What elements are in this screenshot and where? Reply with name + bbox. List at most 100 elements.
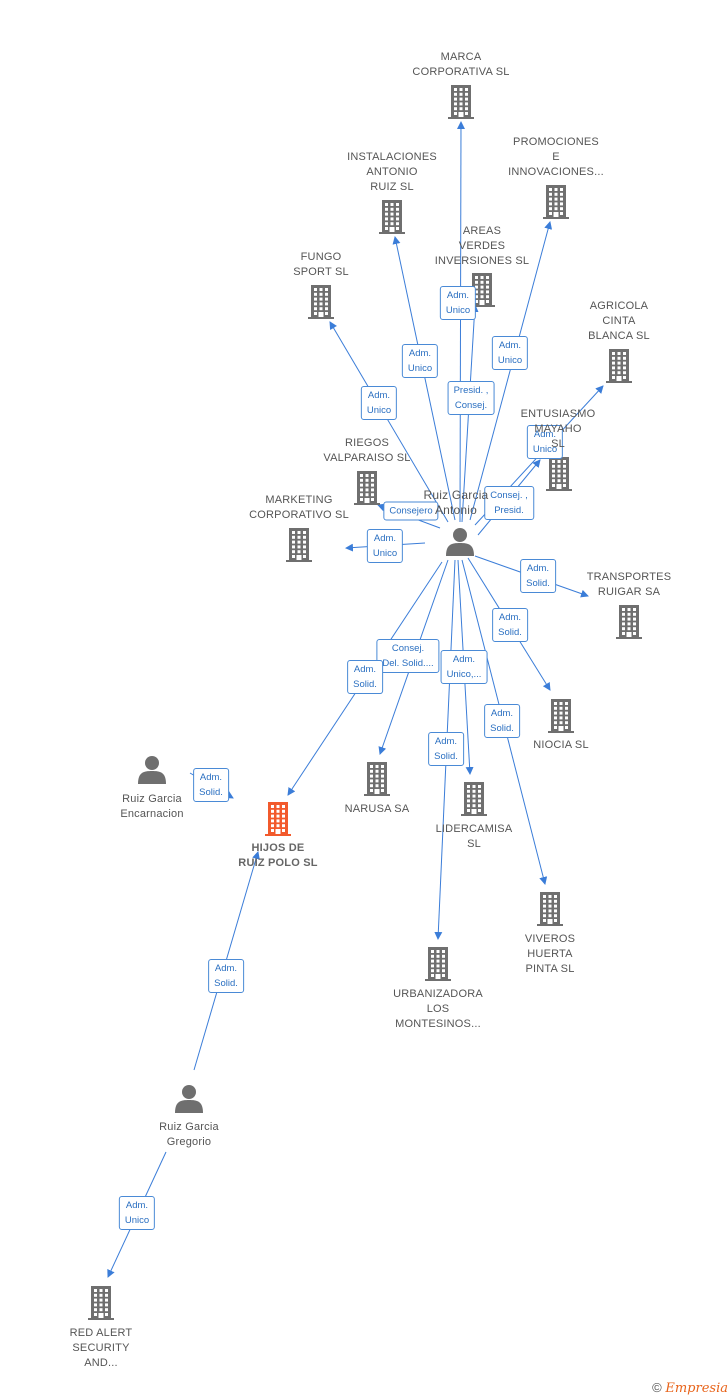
node-label-hijos[interactable]: HIJOS DE RUIZ POLO SL bbox=[203, 841, 353, 871]
node-label-line: BLANCA SL bbox=[588, 330, 650, 342]
node-label-line: ENTUSIASMO bbox=[520, 408, 596, 420]
node-label-line: NARUSA SA bbox=[344, 803, 410, 815]
edge-line-center-promociones bbox=[469, 221, 553, 521]
edge-label-gregorio-hijos[interactable]: Adm. Solid. bbox=[208, 959, 244, 993]
edge-label-center-instalaciones[interactable]: Adm. Unico bbox=[401, 344, 439, 378]
building-icon-urbanizadora[interactable] bbox=[425, 947, 451, 981]
edge-label-line: Consejero bbox=[389, 505, 433, 517]
building-icon-instalaciones[interactable] bbox=[379, 200, 405, 234]
edge-label-line: Unico bbox=[497, 355, 523, 366]
edge-label-line: Adm. bbox=[498, 612, 522, 623]
building-icon-niocia[interactable] bbox=[548, 699, 574, 733]
person-icon-gregorio[interactable] bbox=[175, 1085, 203, 1113]
edge-label-line: Adm. bbox=[490, 708, 514, 719]
edge-label-line: Unico bbox=[372, 548, 398, 559]
edge-label-line: Solid. bbox=[353, 679, 377, 690]
node-label-line: RUIZ POLO SL bbox=[238, 857, 318, 869]
edge-label-line: Adm. bbox=[533, 429, 557, 440]
building-icon-redalert[interactable] bbox=[88, 1286, 114, 1320]
node-label-line: LOS bbox=[426, 1003, 450, 1015]
edge-label-line: Presid. , bbox=[453, 385, 489, 396]
edge-label-line: Consej. , bbox=[490, 490, 528, 501]
building-icon-agricola[interactable] bbox=[606, 349, 632, 383]
node-label-line: TRANSPORTES bbox=[586, 571, 672, 583]
edge-label-center-niocia[interactable]: Adm.Solid. bbox=[492, 608, 528, 642]
node-label-line: AND... bbox=[84, 1357, 118, 1369]
edge-label-line: Adm. bbox=[498, 340, 522, 351]
edge-label-line: Adm. bbox=[125, 1200, 149, 1211]
edge-label-center-lidercamisa[interactable]: Adm.Unico,... bbox=[440, 650, 488, 684]
edge-label-line: Unico bbox=[407, 363, 433, 374]
edge-label-line: Solid. bbox=[434, 751, 458, 762]
node-label-line: MARKETING bbox=[265, 494, 333, 506]
edge-label-line: Solid. bbox=[214, 978, 238, 989]
node-label-line: HIJOS DE bbox=[251, 842, 305, 854]
edge-label-line: Unico bbox=[445, 305, 471, 316]
edge-label-center-agricola[interactable]: Adm.Unico bbox=[526, 425, 564, 459]
building-icon-viveros[interactable] bbox=[537, 892, 563, 926]
building-icon-areas[interactable] bbox=[469, 273, 495, 307]
edge-label-center-entusiasmo[interactable]: Consej. ,Presid. bbox=[484, 486, 534, 520]
building-icon-marca[interactable] bbox=[448, 85, 474, 119]
node-label-narusa[interactable]: NARUSA SA bbox=[302, 802, 452, 817]
person-icon-center[interactable] bbox=[446, 528, 474, 556]
edge-label-line: Consej. bbox=[454, 400, 488, 411]
edge-label-center-riegos[interactable]: Consejero bbox=[383, 501, 439, 521]
edge-label-center-marca[interactable]: Adm.Unico bbox=[439, 286, 477, 320]
edge-line-center-instalaciones bbox=[392, 236, 456, 521]
edge-label-center-fungo[interactable]: Adm.Unico bbox=[360, 386, 398, 420]
node-label-line: NIOCIA SL bbox=[533, 739, 589, 751]
node-label-line: Ruiz Garcia bbox=[423, 488, 489, 502]
node-label-line: RIEGOS bbox=[345, 437, 389, 449]
building-icon-lidercamisa[interactable] bbox=[461, 782, 487, 816]
building-icon-promociones[interactable] bbox=[543, 185, 569, 219]
edge-label-center-narusa[interactable]: Consej.Del. Solid.... bbox=[376, 639, 440, 673]
node-label-line: Encarnacion bbox=[120, 808, 184, 820]
edge-label-gregorio-redalert[interactable]: Adm.Unico bbox=[118, 1196, 156, 1230]
person-icon-encarnacion[interactable] bbox=[138, 756, 166, 784]
footer: © Empresia bbox=[652, 1380, 728, 1396]
edge-label-line: Adm. bbox=[452, 654, 476, 665]
node-label-line: E bbox=[552, 151, 560, 163]
edge-label-encarnacion-hijos[interactable]: Adm.Solid. bbox=[193, 768, 229, 802]
edge-label-center-urbanizadora[interactable]: Adm.Solid. bbox=[428, 732, 464, 766]
node-label-line: CINTA bbox=[602, 315, 636, 327]
edge-label-center-marketing[interactable]: Adm.Unico bbox=[366, 529, 404, 563]
edge-label-center-hijos[interactable]: Adm.Solid. bbox=[347, 660, 383, 694]
node-label-niocia[interactable]: NIOCIA SL bbox=[486, 738, 636, 753]
building-icon-narusa[interactable] bbox=[364, 762, 390, 796]
edge-label-center-areas[interactable]: Presid. , Consej. bbox=[447, 381, 495, 415]
edge-label-line: Adm. bbox=[214, 963, 238, 974]
node-label-line: AREAS bbox=[462, 225, 502, 237]
building-icon-fungo[interactable] bbox=[308, 285, 334, 319]
building-icon-entusiasmo[interactable] bbox=[546, 457, 572, 491]
building-icon-riegos[interactable] bbox=[354, 471, 380, 505]
node-label-line: SL bbox=[467, 838, 481, 850]
node-label-line: PINTA SL bbox=[525, 963, 575, 975]
edge-label-center-transportes[interactable]: Adm.Solid. bbox=[520, 559, 556, 593]
edge-label-center-promociones[interactable]: Adm. Unico bbox=[491, 336, 529, 370]
building-icon-marketing[interactable] bbox=[286, 528, 312, 562]
building-icon-hijos[interactable] bbox=[265, 802, 291, 836]
edge-label-line: Adm. bbox=[408, 348, 432, 359]
nodes-layer bbox=[88, 85, 642, 1320]
edge-label-center-viveros[interactable]: Adm.Solid. bbox=[484, 704, 520, 738]
building-icon-transportes[interactable] bbox=[616, 605, 642, 639]
